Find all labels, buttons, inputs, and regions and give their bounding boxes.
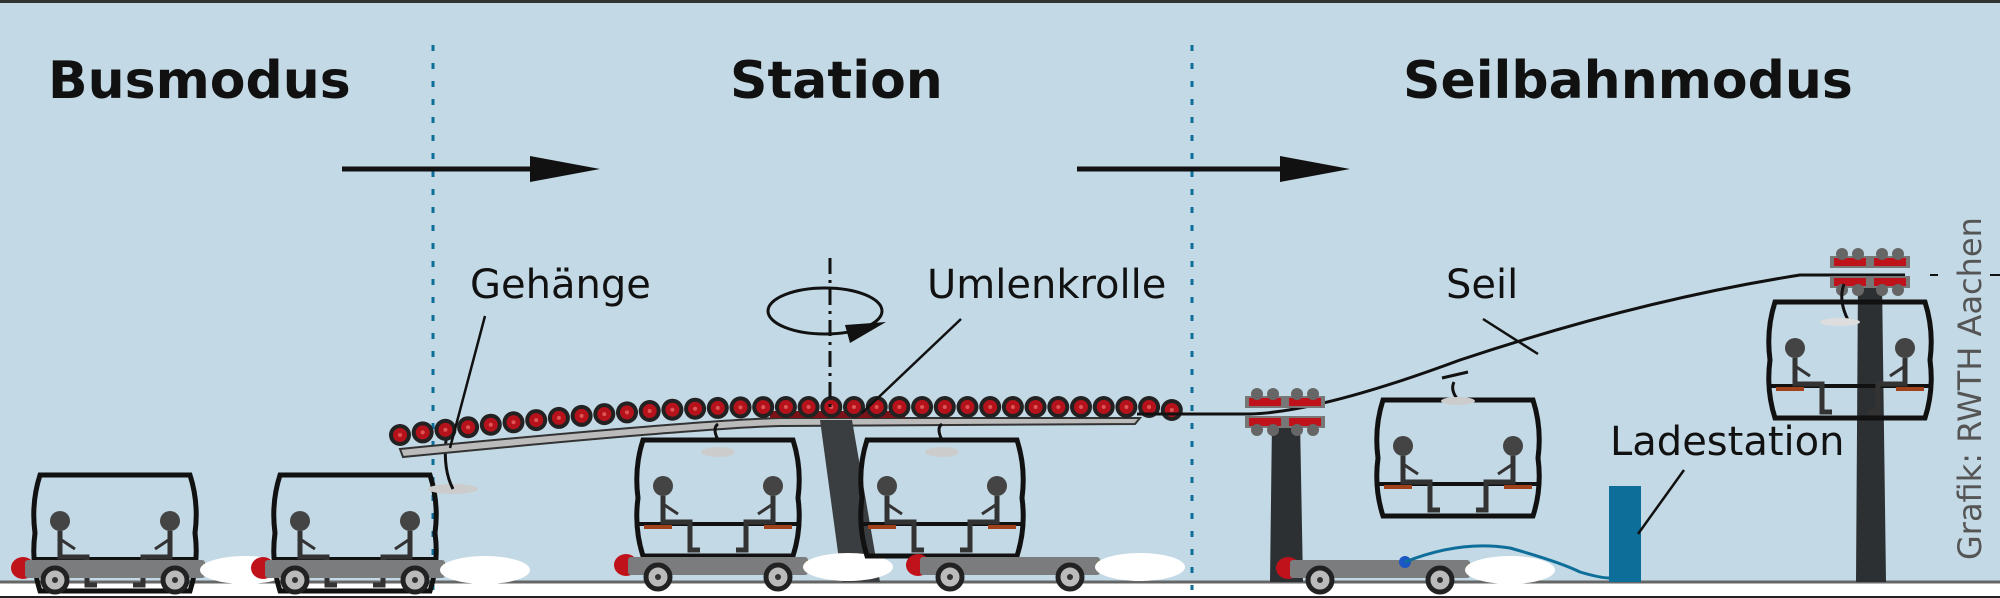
roller bbox=[411, 421, 434, 444]
roller bbox=[1047, 396, 1070, 418]
roller bbox=[1115, 396, 1138, 418]
roller bbox=[616, 401, 638, 424]
rotation-ellipse bbox=[766, 286, 884, 336]
roller bbox=[389, 424, 411, 446]
roller bbox=[457, 416, 480, 439]
ground-strip bbox=[0, 582, 2000, 598]
roller bbox=[547, 406, 570, 429]
roller bbox=[570, 404, 593, 427]
roller bbox=[593, 403, 616, 426]
roller bbox=[911, 396, 934, 418]
roller bbox=[1024, 396, 1047, 418]
roller bbox=[752, 396, 775, 419]
leader-gehaenge bbox=[448, 315, 487, 449]
roller bbox=[1001, 396, 1024, 418]
cable-tower-1 bbox=[1270, 420, 1303, 582]
roller bbox=[1070, 396, 1092, 418]
label-umlenkrolle: Umlenkrolle bbox=[927, 262, 1166, 308]
roller bbox=[888, 396, 911, 418]
label-ladestation: Ladestation bbox=[1610, 419, 1844, 465]
roller bbox=[774, 396, 797, 418]
roller bbox=[479, 413, 502, 436]
direction-arrow-2 bbox=[1077, 156, 1350, 182]
roller bbox=[1092, 396, 1115, 418]
station-rail bbox=[398, 417, 1143, 459]
cable-tower-2 bbox=[1856, 280, 1886, 582]
charging-station bbox=[1609, 486, 1641, 582]
cable-cabin-1 bbox=[1377, 400, 1539, 516]
top-border bbox=[0, 0, 2000, 3]
roller bbox=[956, 396, 979, 418]
roller bbox=[706, 396, 729, 419]
direction-arrow-1 bbox=[342, 156, 600, 182]
section-title-busmodus: Busmodus bbox=[48, 51, 351, 111]
roller bbox=[638, 400, 661, 422]
roller bbox=[525, 409, 548, 432]
roller bbox=[1160, 399, 1183, 421]
leader-seil bbox=[1482, 317, 1539, 356]
roller bbox=[729, 396, 752, 419]
station-cabin-2 bbox=[861, 440, 1023, 556]
roller bbox=[797, 396, 820, 418]
label-gehaenge: Gehänge bbox=[470, 262, 651, 308]
rotation-arrowhead bbox=[845, 322, 886, 343]
section-title-station: Station bbox=[730, 51, 943, 111]
station-cabin-1 bbox=[637, 440, 799, 556]
roller bbox=[979, 396, 1002, 418]
leader-umlenkrolle bbox=[861, 318, 962, 414]
roller bbox=[502, 411, 525, 434]
leader-ladestation bbox=[1636, 469, 1686, 535]
section-title-seilbahnmodus: Seilbahnmodus bbox=[1403, 51, 1853, 111]
roller bbox=[933, 396, 956, 418]
roller bbox=[661, 398, 684, 421]
roller bbox=[843, 396, 865, 418]
credit-text: Grafik: RWTH Aachen bbox=[1951, 217, 1989, 560]
charging-cable bbox=[1404, 544, 1611, 580]
label-seil: Seil bbox=[1446, 262, 1518, 308]
roller bbox=[684, 397, 707, 420]
